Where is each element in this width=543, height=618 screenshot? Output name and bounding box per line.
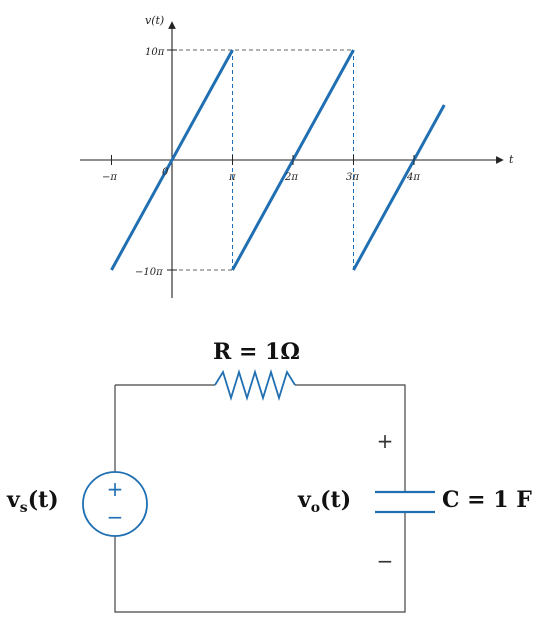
source-label-sub: s xyxy=(20,500,28,516)
x-tick-label-neg-pi: −π xyxy=(102,172,117,183)
output-plus-sign: + xyxy=(377,429,394,453)
wire-top-right xyxy=(295,384,406,492)
source-label-main: v xyxy=(6,487,21,513)
guide-lines xyxy=(172,49,354,271)
x-tick-label-pi: π xyxy=(228,172,236,183)
voltage-source-circle xyxy=(82,471,148,537)
output-label-arg: (t) xyxy=(320,487,351,513)
y-tick-label-neg-10pi: −10π xyxy=(135,267,163,278)
sawtooth-segment-2 xyxy=(352,104,446,271)
output-voltage-label: vo(t) xyxy=(297,487,351,516)
resistor-zigzag xyxy=(214,368,296,402)
capacitor-label: C = 1 F xyxy=(442,487,532,513)
source-minus-sign: − xyxy=(107,505,124,529)
x-tick-label-2pi: 2π xyxy=(284,172,298,183)
output-label-sub: o xyxy=(311,500,320,516)
ticks xyxy=(111,49,415,271)
resistor-label: R = 1Ω xyxy=(213,339,300,365)
source-voltage-label: vs(t) xyxy=(6,487,59,516)
rc-circuit: + − + − R = 1Ω vs(t) vo(t) C = 1 F xyxy=(6,339,532,613)
output-label-main: v xyxy=(297,487,312,513)
x-tick-label-4pi: 4π xyxy=(406,172,420,183)
x-tick-label-3pi: 3π xyxy=(346,172,359,183)
sawtooth-segment-0 xyxy=(110,49,234,271)
origin-label: 0 xyxy=(162,167,169,178)
sawtooth-graph: v(t) t 0 −π π 2π 3π 4π 10π −10π xyxy=(80,14,514,298)
x-axis-label: t xyxy=(509,153,514,166)
source-label-arg: (t) xyxy=(28,487,59,513)
source-plus-sign: + xyxy=(107,477,124,501)
y-tick-label-10pi: 10π xyxy=(145,47,165,58)
output-minus-sign: − xyxy=(377,549,394,573)
wire-left-bottom xyxy=(114,512,406,613)
y-axis-label: v(t) xyxy=(145,14,164,27)
